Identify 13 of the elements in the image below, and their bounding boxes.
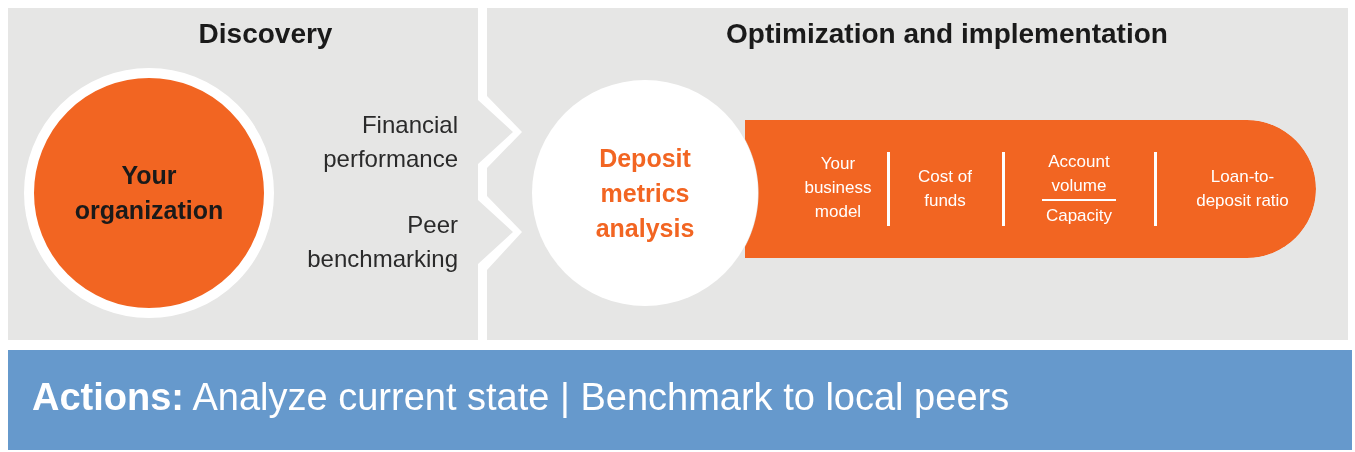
section-heading: Optimization and implementation [725,18,1169,50]
metric-label: Loan-to-deposit ratio [1195,166,1290,212]
metric-label: Your business model [803,153,873,223]
circle-label: Your organization [73,160,225,226]
step-label: Peer benchmarking [306,210,458,274]
circle-label: Deposit metrics analysis [594,142,696,244]
metric-label: Account volume [1047,151,1111,197]
step-label: Financial performance [322,110,458,174]
actions-text: Actions: Analyze current state | Benchmark to local peers [32,376,1010,419]
actions-bar [8,350,1352,450]
metric-label: Capacity [1044,205,1114,227]
section-heading: Discovery [197,18,334,50]
metric-label: Cost of funds [917,166,973,212]
